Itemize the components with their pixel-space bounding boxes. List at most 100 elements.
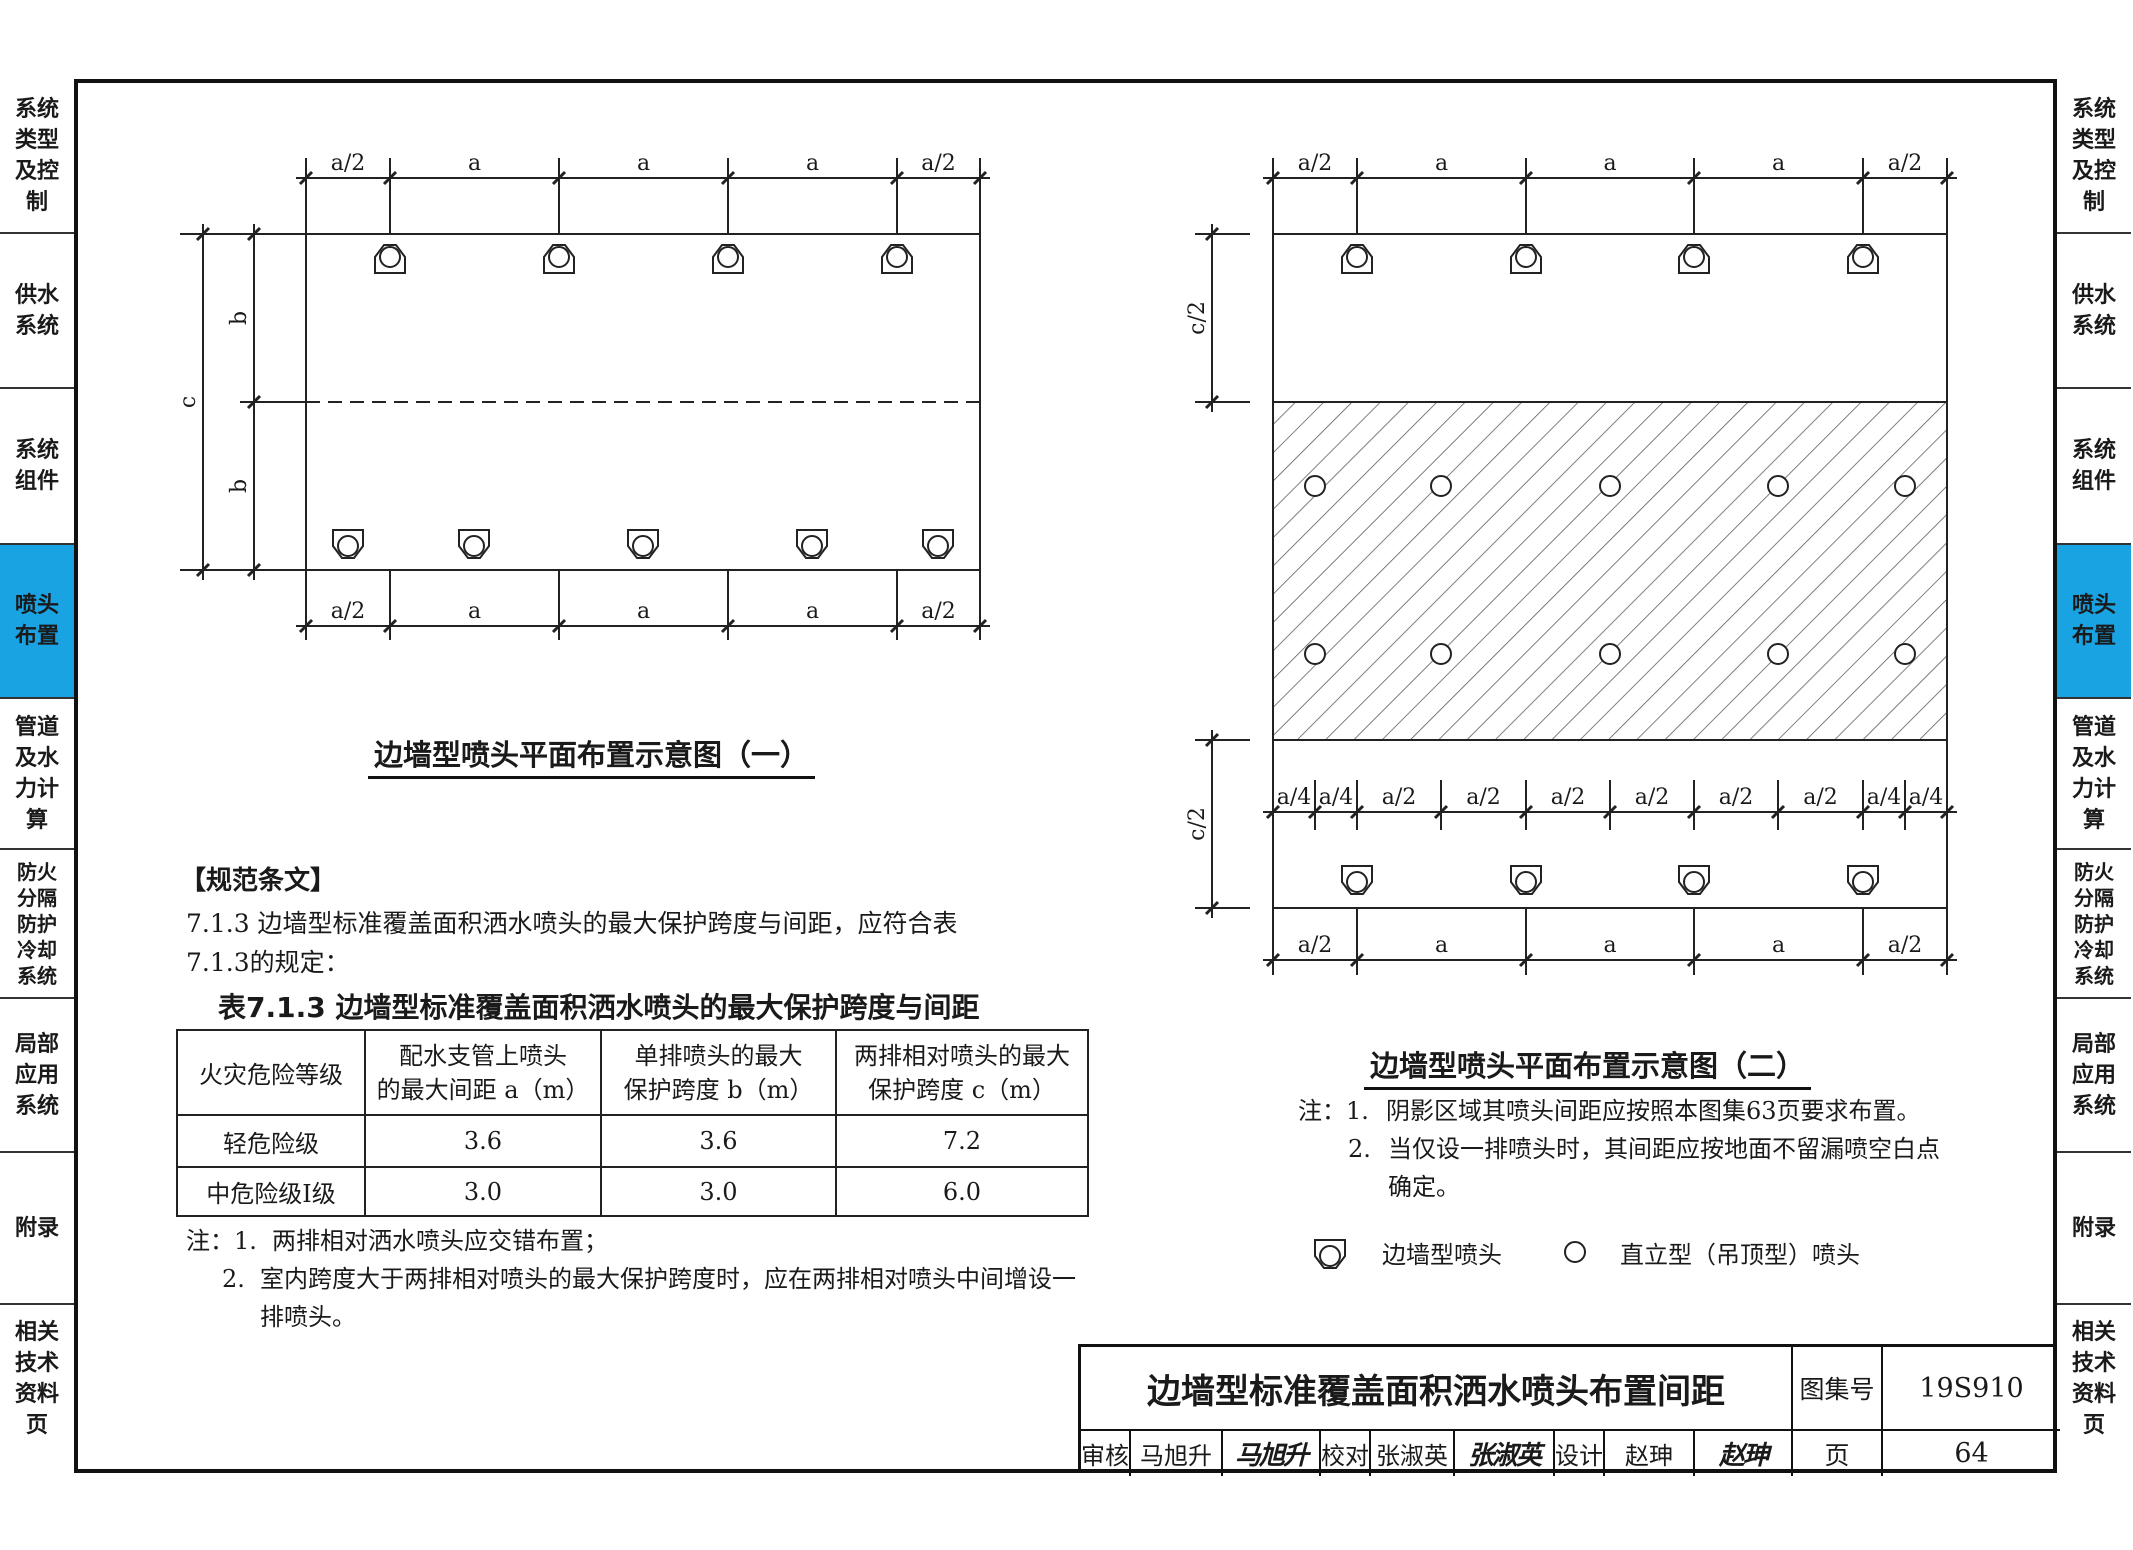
- table-cell: 3.6: [364, 1114, 602, 1168]
- legend-sidewall-label: 边墙型喷头: [1382, 1241, 1502, 1269]
- note-number: 2.: [222, 1265, 245, 1293]
- dimension-label: a/2: [921, 151, 956, 176]
- sidewall-sprinkler-icon: [712, 244, 744, 274]
- tick-mark: [551, 618, 567, 634]
- sidebar-item-water-supply[interactable]: 供水系统: [2057, 234, 2131, 389]
- diagram-one-caption: 边墙型喷头平面布置示意图（一）: [368, 732, 816, 779]
- sidebar-item-fire-separation[interactable]: 防火分隔防护冷却系统: [0, 850, 74, 999]
- table-cell: 中危险级Ⅰ级: [176, 1166, 366, 1217]
- tick-mark: [1897, 804, 1913, 820]
- tick-mark: [1204, 900, 1220, 916]
- sidebar-item-fire-separation[interactable]: 防火分隔防护冷却系统: [2057, 850, 2131, 999]
- sidebar-item-components[interactable]: 系统组件: [0, 389, 74, 545]
- sidebar-item-technical-data[interactable]: 相关技术资料页: [14, 1320, 59, 1438]
- tick-mark: [720, 618, 736, 634]
- dimension-label: a: [806, 599, 819, 624]
- design-label: 设计: [1555, 1431, 1605, 1476]
- table-cell: 3.0: [600, 1166, 837, 1217]
- tick-mark: [1204, 394, 1220, 410]
- sidebar-item-piping[interactable]: 管道及水力计算: [2057, 699, 2131, 850]
- dimension-label: a/4: [1319, 785, 1354, 810]
- tick-mark: [720, 170, 736, 186]
- sidebar-item-appendix[interactable]: 附录: [0, 1153, 74, 1305]
- check-label: 校对: [1321, 1431, 1371, 1476]
- dimension-label: a: [637, 151, 650, 176]
- table-cell: 3.6: [600, 1114, 837, 1168]
- upright-sprinkler-icon: [1599, 475, 1621, 497]
- tick-mark: [1686, 170, 1702, 186]
- sidebar-item-local-application[interactable]: 局部应用系统: [2057, 999, 2131, 1153]
- tick-mark: [1265, 170, 1281, 186]
- sidewall-sprinkler-icon: [922, 529, 954, 559]
- tick-mark: [195, 562, 211, 578]
- note-text: 当仅设一排喷头时，其间距应按地面不留漏喷空白点确定。: [1388, 1135, 1940, 1201]
- sidebar-item-sprinkler-layout[interactable]: 喷头布置: [2057, 545, 2131, 699]
- checker-name: 张淑英: [1371, 1431, 1455, 1476]
- checker-signature: 张淑英: [1455, 1431, 1555, 1476]
- tick-mark: [1939, 170, 1955, 186]
- sidebar-item-system-types[interactable]: 系统类型及控制: [2057, 79, 2131, 234]
- legend-upright-label: 直立型（吊顶型）喷头: [1620, 1241, 1860, 1269]
- sidewall-sprinkler-icon: [1678, 865, 1710, 895]
- upright-sprinkler-icon: [1430, 475, 1452, 497]
- upright-sprinkler-icon: [1599, 643, 1621, 665]
- sidewall-sprinkler-icon: [1510, 244, 1542, 274]
- upright-sprinkler-icon: [1304, 643, 1326, 665]
- tick-mark: [1855, 952, 1871, 968]
- dimension-label: a/2: [1551, 785, 1586, 810]
- note-text: 两排相对洒水喷头应交错布置；: [272, 1227, 608, 1255]
- sidebar-item-piping[interactable]: 管道及水力计算: [0, 699, 74, 850]
- tick-mark: [1939, 804, 1955, 820]
- tick-mark: [972, 618, 988, 634]
- dimension-label: a/4: [1909, 785, 1944, 810]
- upright-sprinkler-icon: [1767, 643, 1789, 665]
- dimension-label: c: [176, 396, 201, 408]
- upright-sprinkler-icon: [1894, 475, 1916, 497]
- notes-prefix: 注：: [1298, 1097, 1346, 1125]
- sidewall-sprinkler-icon: [1847, 244, 1879, 274]
- dimension-label: a/4: [1867, 785, 1902, 810]
- sidewall-sprinkler-icon: [1314, 1239, 1346, 1269]
- tick-mark: [1518, 804, 1534, 820]
- table-row: 轻危险级 3.6 3.6 7.2: [176, 1114, 1089, 1168]
- sidebar-item-appendix[interactable]: 附录: [2057, 1153, 2131, 1305]
- upright-sprinkler-icon: [1304, 475, 1326, 497]
- tick-mark: [1855, 170, 1871, 186]
- designer-signature: 赵珅: [1695, 1431, 1793, 1476]
- drawing-title: 边墙型标准覆盖面积洒水喷头布置间距: [1081, 1347, 1793, 1431]
- notes-prefix: 注：: [186, 1227, 234, 1255]
- note-number: 1.: [1346, 1097, 1369, 1125]
- table-cell: 7.2: [835, 1114, 1089, 1168]
- sidewall-sprinkler-icon: [458, 529, 490, 559]
- reviewer-signature: 马旭升: [1223, 1431, 1321, 1476]
- note-number: 2.: [1348, 1135, 1371, 1163]
- page-label: 页: [1793, 1431, 1883, 1476]
- sidewall-sprinkler-icon: [627, 529, 659, 559]
- sidebar-item-technical-data[interactable]: 相关技术资料页: [2071, 1320, 2116, 1438]
- dimension-label: a: [468, 599, 481, 624]
- tick-mark: [1939, 952, 1955, 968]
- diagram-two-notes: 注： 1. 阴影区域其喷头间距应按照本图集63页要求布置。 2. 当仅设一排喷头…: [1298, 1092, 1948, 1206]
- dimension-label: a/2: [1888, 151, 1923, 176]
- title-block: 边墙型标准覆盖面积洒水喷头布置间距 图集号 19S910 审核 马旭升 马旭升 …: [1078, 1344, 2060, 1476]
- sidebar-item-water-supply[interactable]: 供水系统: [0, 234, 74, 389]
- sidebar-item-components[interactable]: 系统组件: [2057, 389, 2131, 545]
- sidebar-item-system-types[interactable]: 系统类型及控制: [0, 79, 74, 234]
- dimension-label: a/2: [1635, 785, 1670, 810]
- spec-heading: 【规范条文】: [180, 866, 337, 896]
- upright-sprinkler-icon: [1894, 643, 1916, 665]
- dimension-label: a/2: [1382, 785, 1417, 810]
- tick-mark: [1349, 804, 1365, 820]
- dimension-label: c/2: [1185, 807, 1210, 841]
- sidebar-item-sprinkler-layout[interactable]: 喷头布置: [0, 545, 74, 699]
- tick-mark: [1204, 226, 1220, 242]
- table-title: 表7.1.3 边墙型标准覆盖面积洒水喷头的最大保护跨度与间距: [218, 991, 980, 1024]
- drawing-frame: [74, 79, 2057, 1473]
- review-label: 审核: [1081, 1431, 1131, 1476]
- dimension-label: a/2: [1803, 785, 1838, 810]
- sidebar-item-local-application[interactable]: 局部应用系统: [0, 999, 74, 1153]
- sidewall-sprinkler-icon: [881, 244, 913, 274]
- sidewall-sprinkler-icon: [1678, 244, 1710, 274]
- shaded-area: [1273, 402, 1947, 740]
